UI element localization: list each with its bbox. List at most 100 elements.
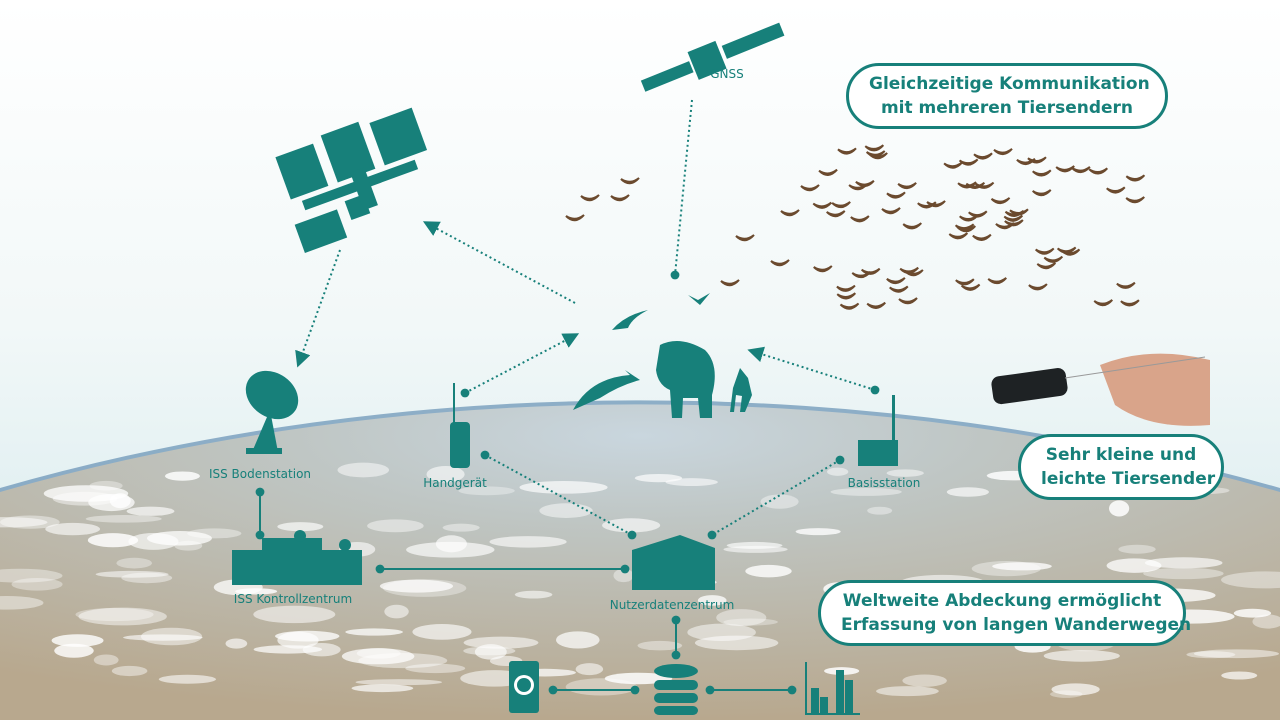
cloud — [93, 654, 119, 666]
bird-icon — [1016, 158, 1036, 166]
bird-icon — [1036, 262, 1057, 270]
satellite-dish-icon — [245, 370, 299, 454]
cloud — [876, 686, 939, 697]
cloud — [519, 481, 608, 494]
cloud — [87, 533, 139, 548]
bird-icon — [839, 302, 860, 310]
handheld-radio-icon — [450, 383, 470, 468]
cloud — [565, 678, 638, 696]
bird-icon — [899, 266, 919, 274]
bird-icon — [1032, 189, 1052, 197]
bird-icon — [1003, 214, 1024, 222]
cloud — [827, 467, 849, 476]
cloud — [1051, 683, 1100, 696]
database-icon[interactable] — [654, 664, 698, 715]
cloud — [11, 578, 63, 591]
cloud — [867, 506, 893, 515]
cloud — [1233, 608, 1272, 618]
data-center-building-icon — [632, 535, 715, 590]
bird-icon — [818, 168, 838, 176]
cloud — [123, 634, 203, 641]
cloud — [1193, 649, 1280, 659]
cloud — [602, 518, 661, 533]
bird-icon — [948, 232, 969, 240]
basestation-link — [747, 346, 880, 395]
bird-icon — [1125, 196, 1145, 204]
cloud — [121, 572, 173, 584]
bird-flock — [565, 144, 1146, 310]
iss-control-center-label: ISS Kontrollzentrum — [233, 592, 353, 606]
bird-icon — [780, 209, 800, 217]
callout-worldwide-coverage: Weltweite Abdeckung ermöglicht Erfassung… — [818, 580, 1192, 646]
callout-simultaneous-communication: Gleichzeitige Kommunikation mit mehreren… — [846, 63, 1168, 129]
cloud — [379, 579, 454, 593]
cloud — [355, 679, 443, 686]
bird-icon — [897, 182, 917, 190]
callout-line: mit mehreren Tiersendern — [880, 98, 1134, 118]
cloud — [575, 663, 604, 676]
bird-icon — [954, 223, 975, 231]
bird-icon — [836, 292, 857, 300]
bird-icon — [973, 152, 993, 160]
callout-line: Erfassung von langen Wanderwegen — [841, 615, 1192, 635]
bird-icon — [735, 234, 755, 242]
cloud — [406, 541, 495, 558]
cloud — [341, 648, 415, 665]
cloud — [514, 590, 553, 599]
bird-icon — [1009, 208, 1029, 216]
cloud — [760, 494, 799, 509]
gnss-link — [670, 99, 693, 280]
bird-icon — [836, 284, 856, 292]
bird-icon — [1004, 219, 1024, 227]
tracking-app-icon[interactable] — [509, 661, 539, 713]
bird-icon — [770, 259, 790, 267]
cloud — [723, 618, 778, 626]
bird-icon — [881, 207, 901, 215]
bird-icon — [955, 278, 975, 286]
cloud — [489, 536, 567, 548]
user-data-center-label: Nutzerdatenzentrum — [609, 598, 735, 612]
callout-line: Weltweite Abdeckung ermöglicht — [842, 591, 1162, 611]
bird-icon — [957, 181, 977, 189]
bird-icon — [800, 184, 820, 192]
cloud — [0, 596, 44, 610]
cloud — [992, 562, 1052, 571]
cloud — [140, 627, 203, 646]
bird-icon — [886, 277, 906, 285]
cloud — [1144, 557, 1223, 569]
cloud — [85, 515, 162, 523]
bird-icon — [1043, 255, 1064, 263]
cloud — [902, 674, 947, 687]
bird-icon — [831, 201, 851, 209]
cloud — [253, 645, 323, 654]
cloud — [351, 684, 414, 693]
bird-icon — [1004, 209, 1025, 217]
cloud — [405, 663, 466, 674]
cloud — [745, 564, 792, 578]
cloud — [946, 487, 989, 497]
bird-icon — [612, 310, 648, 330]
bird-icon — [837, 147, 857, 155]
gnss-label: GNSS — [710, 67, 744, 81]
cloud — [1043, 650, 1120, 662]
cloud — [384, 604, 409, 619]
bird-icon — [620, 177, 640, 185]
cloud — [0, 517, 48, 528]
bird-icon — [1055, 165, 1075, 173]
cloud — [45, 522, 101, 536]
bird-icon — [865, 150, 886, 158]
cloud — [147, 531, 212, 546]
bird-icon — [960, 283, 981, 291]
callout-small-tags: Sehr kleine und leichte Tiersender — [1018, 434, 1224, 500]
cloud — [78, 607, 167, 626]
bar-chart-icon[interactable] — [805, 662, 860, 715]
cloud — [158, 674, 216, 684]
bird-icon — [1056, 246, 1077, 254]
cloud — [367, 519, 424, 533]
animal-tag-photo — [991, 353, 1210, 426]
cloud — [111, 665, 148, 677]
dolphin-icon — [573, 370, 640, 410]
bird-icon — [965, 181, 986, 190]
cloud — [165, 471, 200, 481]
bird-icon — [851, 271, 872, 279]
